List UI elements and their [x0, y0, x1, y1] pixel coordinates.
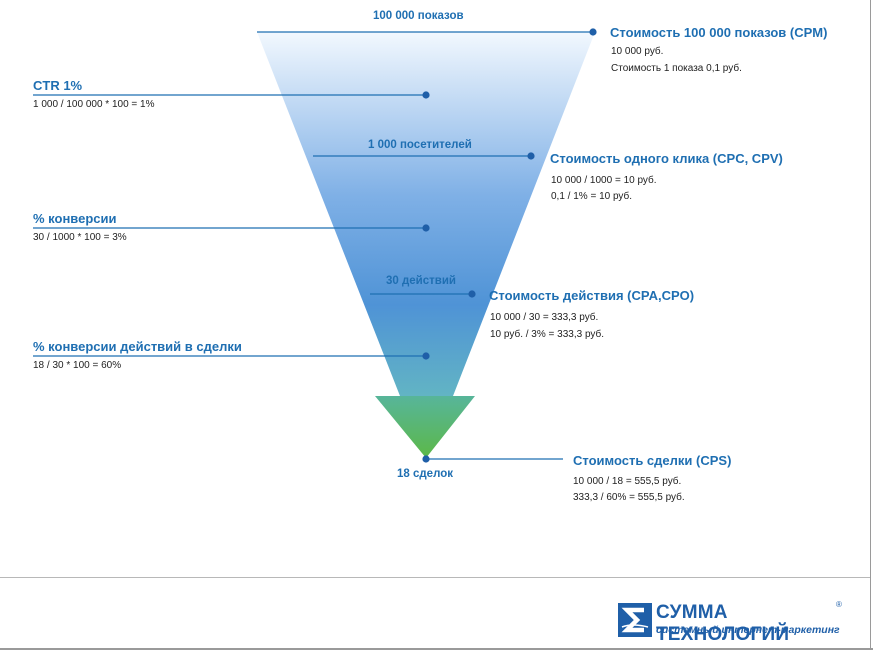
footer-divider — [0, 577, 870, 578]
cpc-line2: 0,1 / 1% = 10 руб. — [551, 191, 633, 202]
dot-cpc — [527, 152, 535, 160]
stage-visitors-label: 1 000 посетителей — [368, 139, 472, 151]
ctr-title: CTR 1% — [33, 78, 83, 93]
cps-line1: 10 000 / 18 = 555,5 руб. — [573, 476, 682, 487]
conversion-formula: 30 / 1000 * 100 = 3% — [33, 232, 127, 243]
cps-line2: 333,3 / 60% = 555,5 руб. — [573, 492, 685, 503]
cpc-line1: 10 000 / 1000 = 10 руб. — [551, 175, 657, 186]
ctr-formula: 1 000 / 100 000 * 100 = 1% — [33, 99, 155, 110]
company-logo: СУММА ТЕХНОЛОГИЙ ® системный интернет-ма… — [618, 600, 848, 645]
frame-right-border — [870, 0, 871, 650]
funnel-arrow — [375, 396, 475, 458]
cpm-line1: 10 000 руб. — [611, 46, 664, 57]
dot-cpa — [468, 290, 476, 298]
dot-ctr — [422, 91, 430, 99]
cpa-title: Стоимость действия (CPA,CPO) — [489, 288, 695, 303]
stage-deals-label: 18 сделок — [397, 468, 454, 480]
cpa-line2: 10 руб. / 3% = 333,3 руб. — [490, 329, 605, 340]
cps-title: Стоимость сделки (CPS) — [573, 453, 732, 468]
logo-registered-mark: ® — [836, 600, 842, 609]
cpm-line2: Стоимость 1 показа 0,1 руб. — [611, 63, 742, 74]
funnel-body — [257, 32, 595, 396]
dot-conversion — [422, 224, 430, 232]
logo-name: СУММА ТЕХНОЛОГИЙ — [656, 602, 790, 645]
dot-cpm — [589, 28, 597, 36]
summa-logo-icon — [618, 603, 652, 637]
stage-impressions-label: 100 000 показов — [373, 10, 464, 22]
frame-bottom-border — [0, 648, 873, 650]
stage-actions-label: 30 действий — [386, 275, 456, 287]
dot-deals — [422, 455, 430, 463]
cpm-title: Стоимость 100 000 показов (CPM) — [610, 25, 828, 40]
cpc-title: Стоимость одного клика (CPC, CPV) — [550, 151, 783, 166]
deal-conversion-title: % конверсии действий в сделки — [33, 339, 242, 354]
dot-deal-conversion — [422, 352, 430, 360]
deal-conversion-formula: 18 / 30 * 100 = 60% — [33, 360, 122, 371]
conversion-title: % конверсии — [33, 211, 117, 226]
logo-tagline: системный интернет-маркетинг — [656, 624, 840, 636]
cpa-line1: 10 000 / 30 = 333,3 руб. — [490, 312, 599, 323]
